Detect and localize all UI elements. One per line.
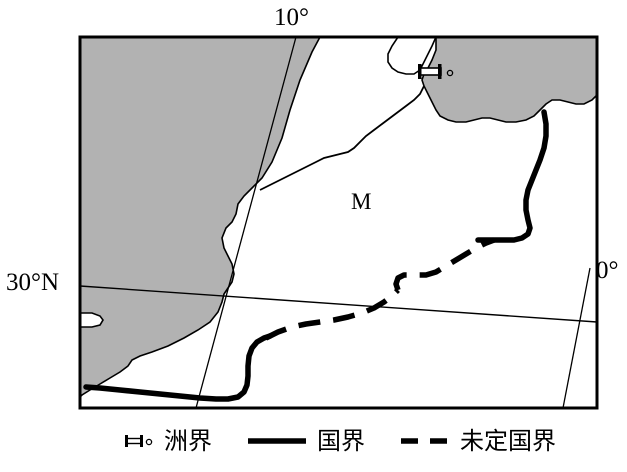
parallel-30n-line — [80, 285, 597, 323]
meridian-0-line — [562, 267, 591, 408]
map-interior — [80, 37, 597, 408]
legend-label-undefined-boundary: 未定国界 — [460, 427, 556, 455]
legend-item-undefined-boundary: 未定国界 — [399, 429, 556, 453]
map-frame — [78, 35, 599, 410]
undefined-boundary-dashed-line-icon — [401, 438, 449, 444]
legend-item-continental-boundary: 洲界 — [121, 429, 212, 453]
continental-boundary-symbol-icon — [125, 435, 153, 447]
legend-item-national-boundary: 国界 — [246, 429, 365, 453]
country-m-north-coastline — [259, 85, 425, 191]
national-boundary-east — [475, 109, 549, 243]
undefined-boundary-south — [264, 288, 400, 341]
legend-label-national-boundary: 国界 — [317, 427, 365, 455]
legend-label-continental-boundary: 洲界 — [164, 427, 212, 455]
longitude-label-0: 0° — [596, 257, 619, 284]
latitude-label-30n: 30°N — [6, 269, 60, 296]
region-label-m: M — [351, 189, 372, 214]
strait-continental-divide-marker — [418, 64, 454, 79]
lake-white-oval — [80, 312, 104, 328]
undefined-boundary-north — [393, 237, 495, 291]
longitude-label-10: 10° — [274, 4, 309, 31]
national-boundary-line-icon — [248, 438, 306, 444]
sea-shaded-area-northeast — [421, 37, 597, 123]
map-legend: 洲界 国界 未定国界 — [80, 419, 597, 463]
meridian-10-line — [195, 37, 297, 408]
sea-shaded-area-west — [80, 37, 321, 399]
national-boundary-southwest — [83, 333, 273, 402]
bay-white-inlet — [387, 37, 437, 75]
